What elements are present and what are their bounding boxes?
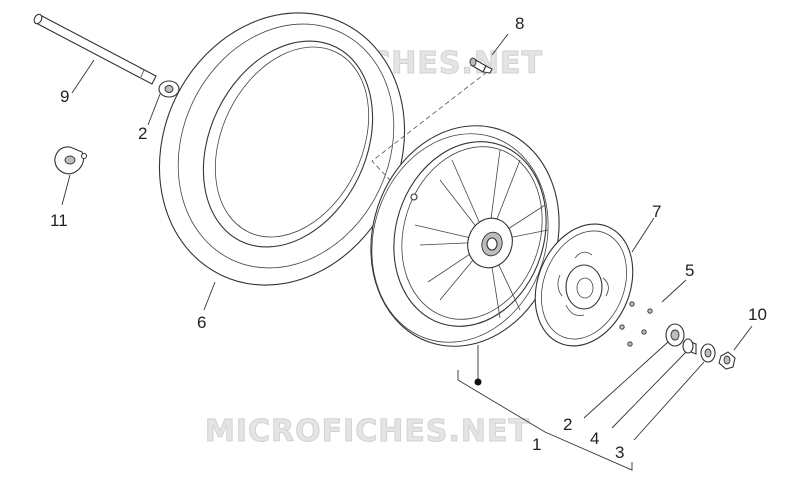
leader-4 [611,351,687,429]
leader-3 [633,361,705,441]
nut-part [718,351,736,370]
bracket-1 [457,370,546,433]
callout-2-top: 2 [138,124,147,143]
leader-10 [733,325,753,351]
leader-5 [661,279,687,303]
callout-4: 4 [590,429,599,448]
watermark-bottom: MICROFICHES.NET [205,414,530,449]
disc-screws-part [619,301,653,347]
callout-10: 10 [748,305,767,324]
leader-1-dot [474,378,482,386]
spacer-top-part [158,80,180,98]
leader-7 [631,217,655,253]
leader-9 [71,59,95,94]
callout-6: 6 [197,313,206,332]
leader-lines [61,33,753,471]
callout-11: 11 [50,211,68,230]
bracket-1-end [544,431,633,471]
callout-9: 9 [60,87,69,106]
brake-disc-part [534,223,634,347]
callout-3: 3 [615,443,624,462]
callout-1: 1 [532,435,541,454]
leader-8 [491,33,509,56]
speedometer-drive-part [54,146,88,175]
leader-2-bottom [583,341,669,419]
leader-2-top [147,93,161,126]
callout-8: 8 [515,14,524,33]
leader-11 [61,174,71,206]
callout-2-bottom: 2 [563,415,572,434]
leader-6 [203,281,216,311]
washer-part [700,343,716,363]
valve-part [469,57,493,74]
axle-part [33,13,157,85]
tire-part [158,12,406,286]
bushing-part [682,338,697,355]
spacer-bottom-part [665,323,685,347]
callout-5: 5 [685,261,694,280]
wheel-rim-part [370,125,560,347]
callout-7: 7 [652,202,661,221]
